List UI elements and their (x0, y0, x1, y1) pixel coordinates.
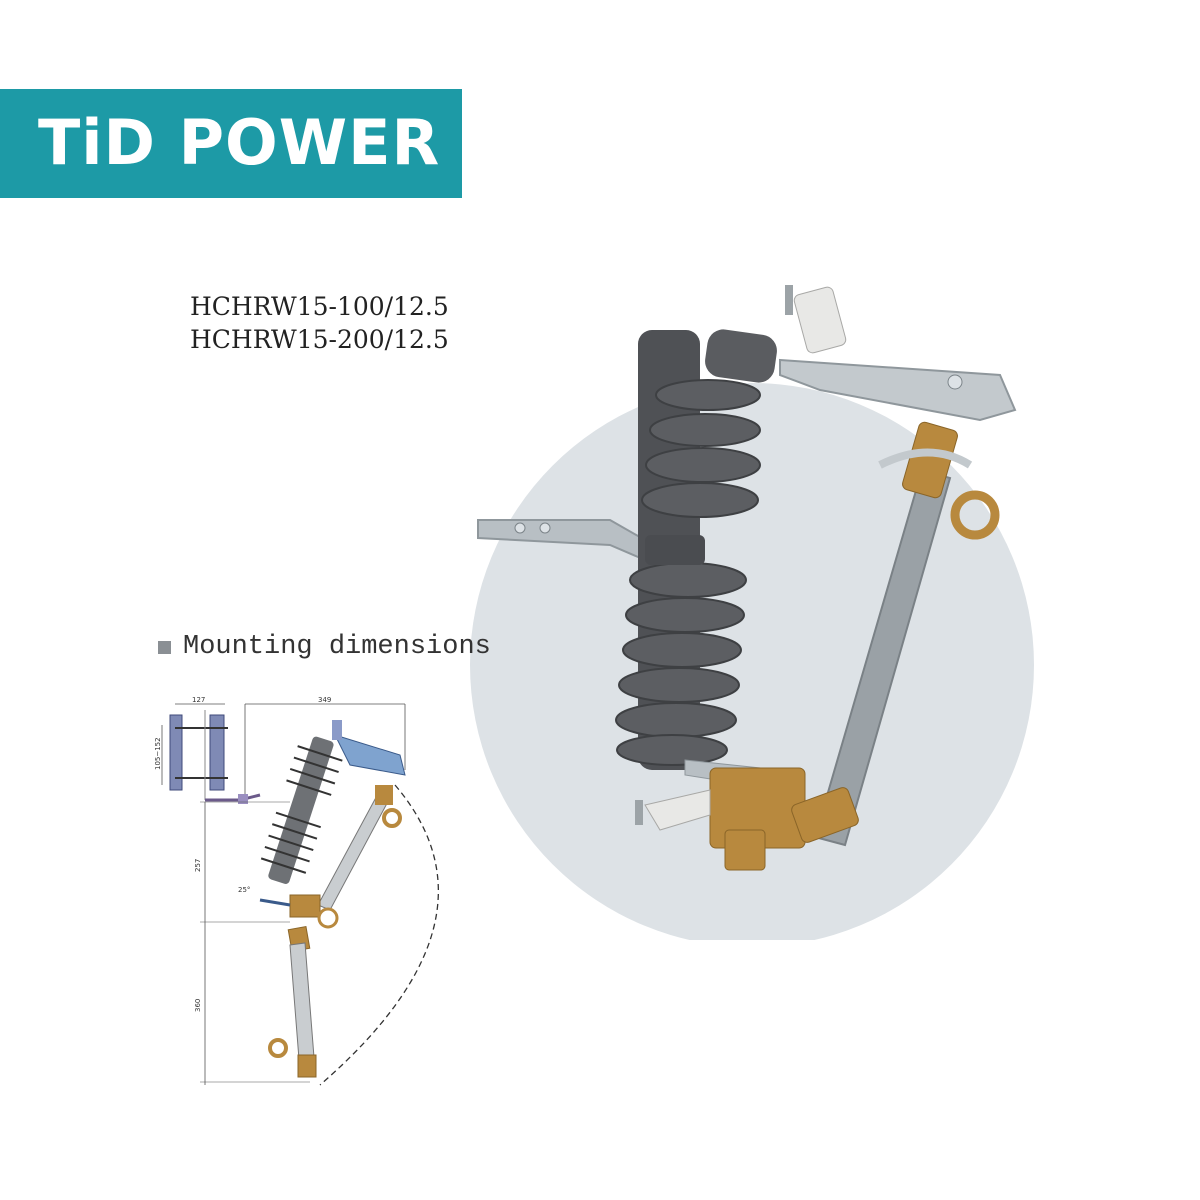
square-bullet-icon (158, 640, 171, 654)
section-heading-text: Mounting dimensions (183, 632, 491, 662)
model-list: HCHRW15-100/12.5 HCHRW15-200/12.5 (190, 290, 449, 356)
brand-banner: TiD POWER (0, 89, 462, 198)
model-number: HCHRW15-200/12.5 (190, 325, 449, 354)
insulator-sheds (615, 379, 761, 766)
model-number: HCHRW15-100/12.5 (190, 292, 449, 321)
swing-arc (319, 784, 439, 1086)
dim-upper-height: 257 (194, 859, 202, 872)
dim-top-left: 127 (192, 696, 205, 704)
section-heading: Mounting dimensions (158, 632, 491, 662)
mounting-dimension-drawing: 127 349 105~152 2 (154, 696, 439, 1086)
product-photo (470, 285, 1034, 940)
dim-top-span: 349 (318, 696, 331, 704)
brand-logo-text: TiD POWER (38, 106, 441, 179)
dim-bracket-range: 105~152 (154, 737, 162, 770)
pull-ring-icon (950, 490, 1000, 540)
dim-lower-height: 360 (194, 999, 202, 1012)
dim-angle: 25° (238, 886, 250, 894)
